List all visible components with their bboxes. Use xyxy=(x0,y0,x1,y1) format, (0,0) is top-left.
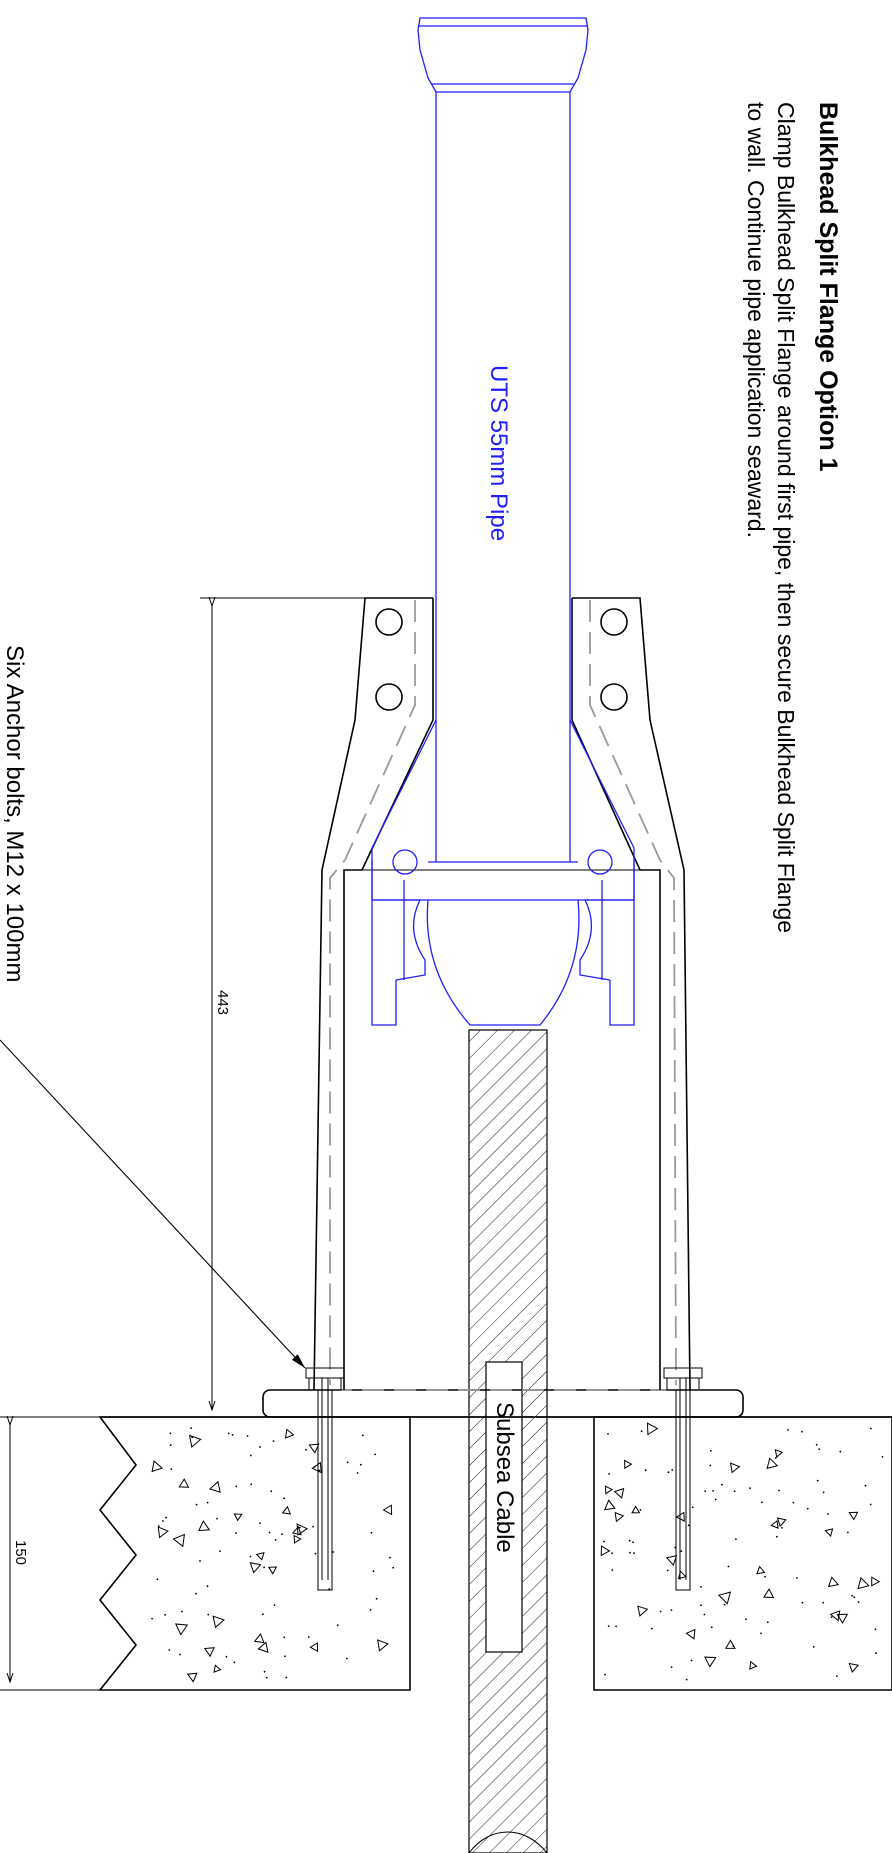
bulkhead-split-flange xyxy=(313,597,691,1391)
anchor-bolt-left xyxy=(305,1367,345,1591)
bolt-hole xyxy=(600,683,628,711)
anchor-bolt-right xyxy=(663,1367,703,1591)
note-line-2: to wall. Continue pipe application seawa… xyxy=(743,102,769,538)
note-block: Bulkhead Split Flange Option 1 Clamp Bul… xyxy=(743,102,842,933)
concrete-wall-left xyxy=(98,1416,411,1691)
concrete-wall-right xyxy=(593,1416,892,1691)
dimension-wall: 150 xyxy=(0,1417,100,1691)
concrete-aggregate xyxy=(151,1422,884,1683)
bolt-hole xyxy=(375,683,403,711)
pipe-label: UTS 55mm Pipe xyxy=(485,365,512,541)
bolt-hole xyxy=(375,608,403,636)
dimension-overall: 443 xyxy=(200,598,433,1410)
anchor-callout: Six Anchor bolts, M12 x 100mm xyxy=(0,645,306,1369)
note-title: Bulkhead Split Flange Option 1 xyxy=(814,102,842,472)
subsea-cable: Subsea Cable xyxy=(468,1029,548,1853)
anchor-label: Six Anchor bolts, M12 x 100mm xyxy=(1,645,28,982)
cable-label-box xyxy=(485,1361,523,1653)
dimension-wall-value: 150 xyxy=(12,1540,29,1565)
dimension-overall-value: 443 xyxy=(214,990,231,1015)
bolt-hole xyxy=(600,608,628,636)
note-line-1: Clamp Bulkhead Split Flange around first… xyxy=(773,102,799,933)
base-plate xyxy=(100,1389,892,1418)
cable-label: Subsea Cable xyxy=(491,1402,518,1553)
uts-pipe: UTS 55mm Pipe xyxy=(371,17,635,1026)
